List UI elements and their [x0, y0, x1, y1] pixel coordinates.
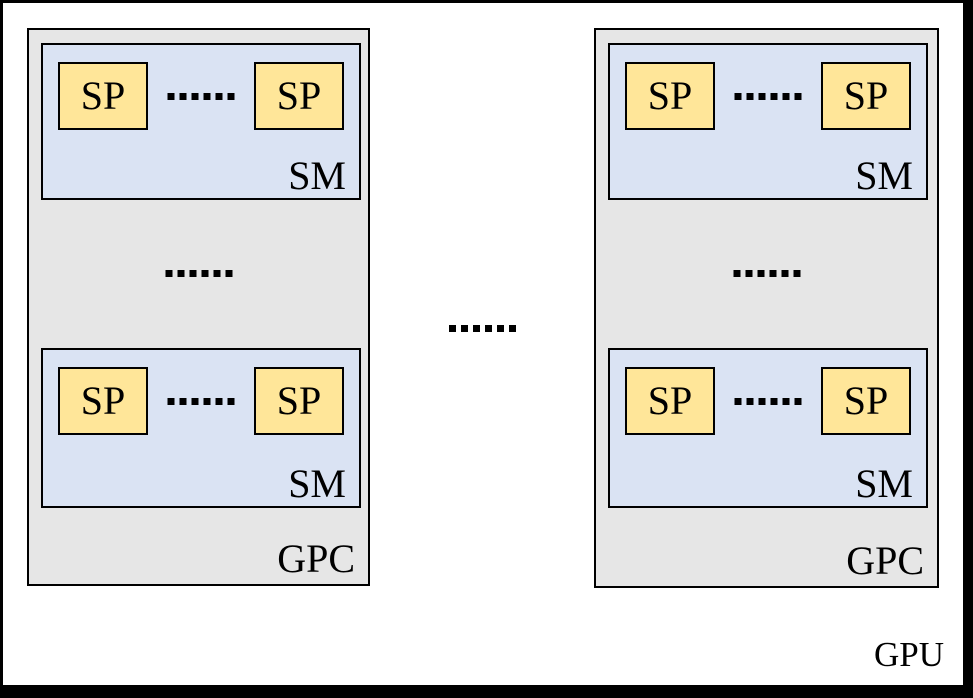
sp-box-right: SP: [254, 367, 344, 435]
gpc-ellipsis-dots: [449, 325, 516, 332]
sp-label: SP: [647, 73, 693, 118]
sp-label: SP: [80, 378, 126, 423]
sp-box-left: SP: [625, 62, 715, 130]
sp-label: SP: [80, 73, 126, 118]
sp-box-left: SP: [58, 367, 148, 435]
sp-label: SP: [647, 378, 693, 423]
sp-label: SP: [843, 378, 889, 423]
sm-label: SM: [855, 153, 913, 198]
sp-label: SP: [276, 378, 322, 423]
sm-box-top: SP SP SM: [608, 43, 928, 200]
sp-label: SP: [843, 73, 889, 118]
sp-box-right: SP: [821, 367, 911, 435]
gpc-box-left: SP SP SM SP SP SM GPC: [27, 28, 370, 586]
sp-ellipsis-dots: [734, 93, 802, 100]
sm-ellipsis-dots: [165, 270, 232, 277]
sp-box-right: SP: [821, 62, 911, 130]
sm-label: SM: [288, 153, 346, 198]
sp-box-left: SP: [625, 367, 715, 435]
sp-box-right: SP: [254, 62, 344, 130]
sm-label: SM: [855, 461, 913, 506]
gpc-label: GPC: [846, 538, 924, 583]
sp-label: SP: [276, 73, 322, 118]
sm-box-bottom: SP SP SM: [41, 348, 361, 508]
sm-box-bottom: SP SP SM: [608, 348, 928, 508]
sp-ellipsis-dots: [167, 398, 235, 405]
sp-box-left: SP: [58, 62, 148, 130]
gpc-box-right: SP SP SM SP SP SM GPC: [594, 28, 939, 588]
sp-ellipsis-dots: [734, 398, 802, 405]
sm-label: SM: [288, 461, 346, 506]
gpu-box: SP SP SM SP SP SM GPC SP: [3, 3, 963, 685]
sm-ellipsis-dots: [733, 270, 800, 277]
gpu-label: GPU: [873, 635, 944, 674]
sp-ellipsis-dots: [167, 93, 235, 100]
gpc-label: GPC: [277, 536, 355, 581]
sm-box-top: SP SP SM: [41, 43, 361, 200]
